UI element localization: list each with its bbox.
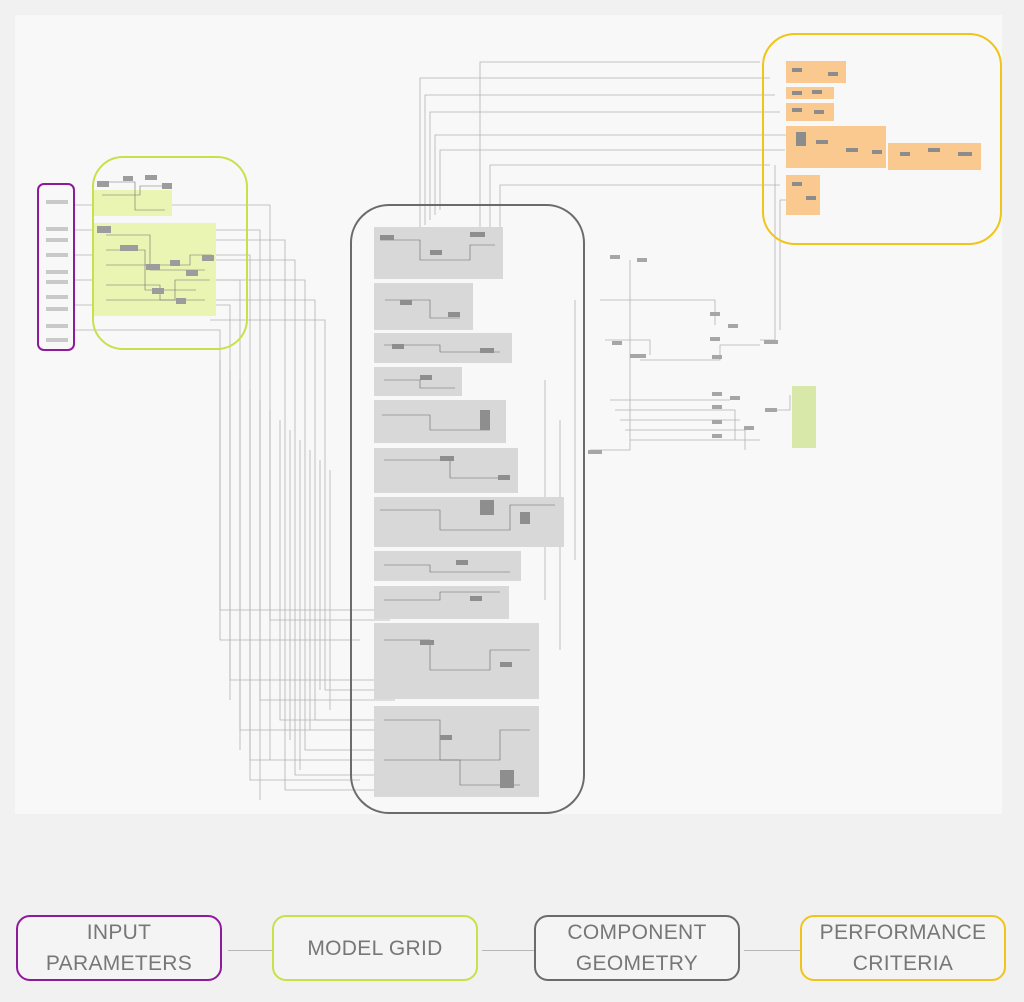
legend-model-grid: MODEL GRID	[272, 915, 478, 981]
graph-canvas[interactable]	[15, 15, 1002, 814]
legend: INPUT PARAMETERS MODEL GRID COMPONENT GE…	[0, 912, 1024, 990]
legend-performance-criteria: PERFORMANCE CRITERIA	[800, 915, 1006, 981]
legend-connector	[482, 950, 534, 951]
legend-input-parameters: INPUT PARAMETERS	[16, 915, 222, 981]
legend-connector	[744, 950, 800, 951]
legend-component-geometry: COMPONENT GEOMETRY	[534, 915, 740, 981]
legend-connector	[228, 950, 272, 951]
